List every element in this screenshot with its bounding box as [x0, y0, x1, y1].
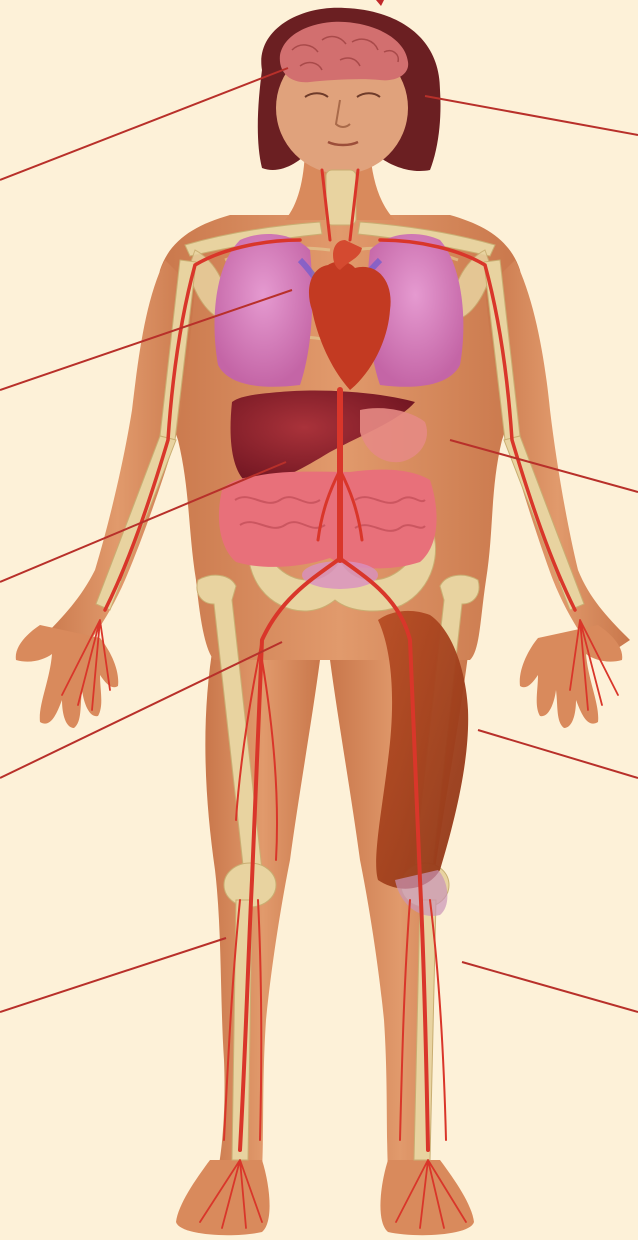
- bladder: [302, 561, 378, 589]
- intestines: [219, 470, 437, 569]
- left-lung: [214, 234, 312, 387]
- head: [258, 8, 441, 174]
